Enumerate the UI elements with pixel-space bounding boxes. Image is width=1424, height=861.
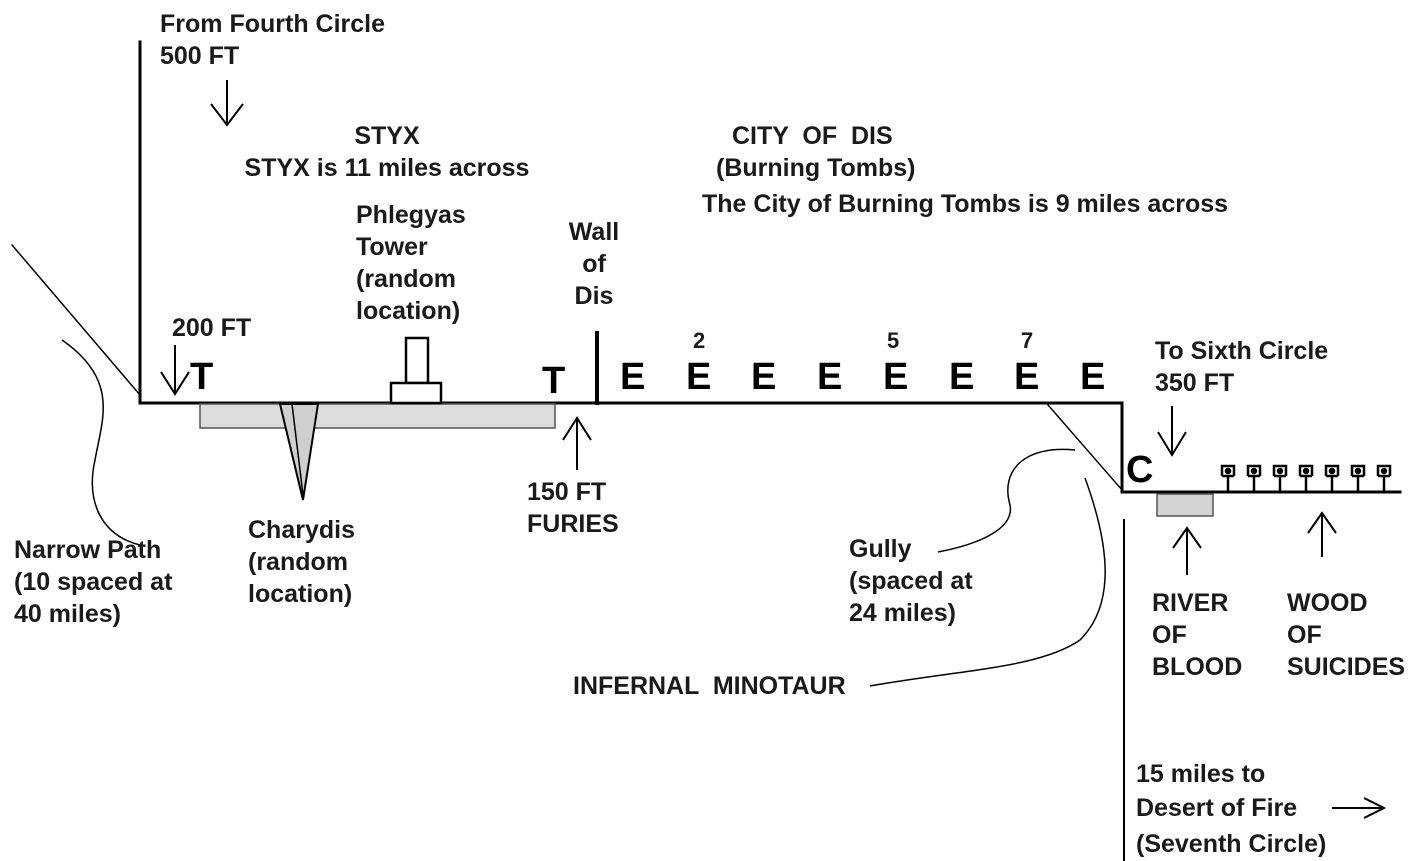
river-line-3: BLOOD — [1152, 653, 1243, 681]
city-of-dis-label: CITY OF DIS (Burning Tombs) The City of … — [702, 120, 1228, 220]
tomb-7: E — [1014, 356, 1040, 398]
furies-text: FURIES — [527, 510, 619, 538]
charydis-line-1: Charydis — [248, 516, 355, 544]
tower-marker-left: T — [190, 356, 214, 398]
gully-leader — [937, 448, 1076, 553]
arrow-up-river — [1172, 526, 1202, 575]
sixth-line-1: To Sixth Circle — [1155, 337, 1329, 365]
wood-of-suicides-trees — [1220, 464, 1392, 492]
narrow-path-label: Narrow Path (10 spaced at 40 miles) — [14, 534, 172, 630]
phlegyas-tower-label: Phlegyas Tower (random location) — [356, 199, 466, 327]
city-title: CITY OF DIS — [732, 122, 893, 150]
city-desc: The City of Burning Tombs is 9 miles acr… — [702, 190, 1229, 218]
styx-desc: STYX is 11 miles across — [244, 154, 530, 182]
tomb-5: E — [883, 356, 909, 398]
infernal-minotaur-label: INFERNAL MINOTAUR — [573, 672, 846, 700]
narrow-path-leader — [61, 339, 141, 546]
tree-icon — [1272, 464, 1288, 492]
phlegyas-line-4: location) — [356, 297, 461, 325]
arrow-up-150 — [562, 416, 592, 470]
arrow-down-350 — [1157, 406, 1187, 457]
desert-line-3: (Seventh Circle) — [1136, 830, 1327, 858]
tree-icon — [1350, 464, 1366, 492]
narrow-line-1: Narrow Path — [14, 536, 162, 564]
gully-line-3: 24 miles) — [849, 599, 957, 627]
arrow-right-desert — [1332, 797, 1387, 819]
gully-line-1: Gully — [849, 535, 912, 563]
depth-150-text: 150 FT — [527, 478, 607, 506]
tomb-1: E — [620, 356, 646, 398]
river-of-blood-band — [1156, 493, 1214, 517]
gully-line — [1046, 403, 1124, 492]
arrow-down-200 — [160, 345, 190, 396]
styx-river-band — [199, 403, 556, 429]
furies-label: 150 FT FURIES — [527, 476, 619, 540]
city-sub: (Burning Tombs) — [716, 154, 916, 182]
arrow-down-fourth — [210, 80, 244, 127]
from-fourth-text: From Fourth Circle — [160, 10, 386, 38]
wall-line-3: Dis — [574, 282, 614, 310]
phlegyas-line-1: Phlegyas — [356, 201, 466, 229]
river-line-2: OF — [1152, 621, 1187, 649]
wall-of-dis-label: Wall of Dis — [556, 216, 632, 312]
sixth-line-2: 350 FT — [1155, 369, 1235, 397]
river-of-blood-label: RIVER OF BLOOD — [1152, 587, 1242, 683]
phlegyas-tower-base — [389, 381, 443, 405]
wood-of-suicides-label: WOOD OF SUICIDES — [1287, 587, 1405, 683]
narrow-line-3: 40 miles) — [14, 600, 122, 628]
tree-icon — [1246, 464, 1262, 492]
desert-line-2: Desert of Fire — [1136, 794, 1298, 822]
wood-line-3: SUICIDES — [1287, 653, 1406, 681]
circle-c-marker: C — [1126, 449, 1154, 491]
tomb-number-7: 7 — [1021, 328, 1034, 353]
phlegyas-line-3: (random — [356, 265, 456, 293]
tomb-number-5: 5 — [887, 328, 900, 353]
arrow-up-wood — [1307, 511, 1337, 557]
tomb-2: E — [686, 356, 712, 398]
desert-line-1: 15 miles to — [1136, 760, 1266, 788]
tree-icon — [1376, 464, 1392, 492]
desert-of-fire-label: 15 miles to Desert of Fire (Seventh Circ… — [1136, 758, 1326, 860]
styx-title: STYX — [354, 122, 420, 150]
phlegyas-line-2: Tower — [356, 233, 428, 261]
tree-icon — [1324, 464, 1340, 492]
tree-icon — [1220, 464, 1236, 492]
wood-line-2: OF — [1287, 621, 1322, 649]
tomb-8: E — [1080, 356, 1106, 398]
river-line-1: RIVER — [1152, 589, 1229, 617]
wall-line-2: of — [582, 250, 606, 278]
from-fourth-label: From Fourth Circle 500 FT — [160, 8, 385, 72]
tomb-4: E — [817, 356, 843, 398]
charydis-label: Charydis (random location) — [248, 514, 355, 610]
styx-label: STYX STYX is 11 miles across — [228, 120, 546, 184]
minotaur-leader — [869, 477, 1106, 687]
phlegyas-tower-top — [404, 336, 430, 385]
depth-200-label: 200 FT — [172, 314, 252, 342]
narrow-line-2: (10 spaced at — [14, 568, 173, 596]
tower-marker-right: T — [542, 360, 566, 402]
narrow-path-line — [10, 243, 142, 397]
wall-line-1: Wall — [568, 218, 620, 246]
tomb-3: E — [751, 356, 777, 398]
from-fourth-depth: 500 FT — [160, 42, 240, 70]
tree-icon — [1298, 464, 1314, 492]
gully-label: Gully (spaced at 24 miles) — [849, 533, 973, 629]
charydis-line-3: location) — [248, 580, 353, 608]
gully-line-2: (spaced at — [849, 567, 973, 595]
wood-line-1: WOOD — [1287, 589, 1368, 617]
charydis-line-2: (random — [248, 548, 348, 576]
tomb-number-2: 2 — [693, 328, 706, 353]
to-sixth-circle-label: To Sixth Circle 350 FT — [1155, 335, 1328, 399]
charydis-whirlpool — [278, 403, 320, 501]
tomb-6: E — [949, 356, 975, 398]
